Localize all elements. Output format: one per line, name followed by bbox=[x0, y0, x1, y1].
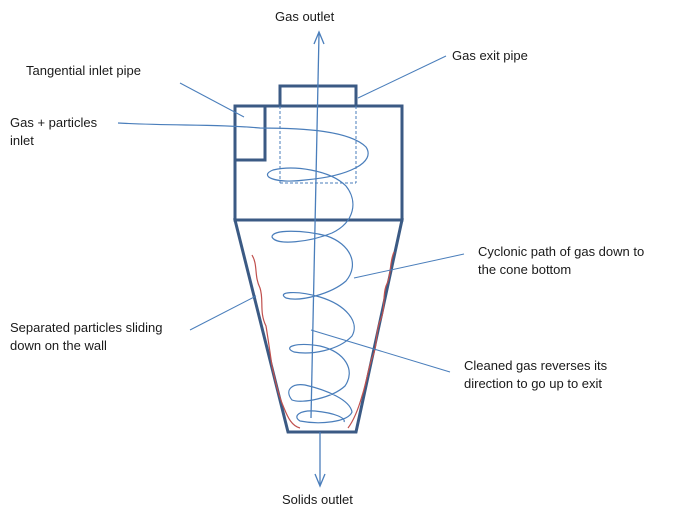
cyclone-body bbox=[233, 84, 404, 434]
cyclonic-path-label-line1: Cyclonic path of gas down to bbox=[478, 244, 645, 259]
vortex-finder bbox=[279, 106, 357, 184]
particles-right-wall bbox=[347, 251, 395, 429]
tangential-inlet-pipe-label: Tangential inlet pipe bbox=[26, 63, 141, 78]
solids-outlet-arrowhead bbox=[314, 473, 326, 488]
gas-particles-inlet-label-line1: Gas + particles bbox=[10, 115, 98, 130]
cyclonic-path-label-line2: the cone bottom bbox=[478, 262, 572, 277]
solids-outlet-label: Solids outlet bbox=[282, 492, 353, 507]
separated-particles bbox=[251, 251, 395, 429]
leader-gas-exit-pipe bbox=[357, 55, 447, 99]
gas-exit-pipe-label: Gas exit pipe bbox=[452, 48, 528, 63]
gas-particles-inlet-label-line2: inlet bbox=[10, 133, 34, 148]
gas-outlet-arrowhead bbox=[313, 30, 325, 45]
leader-separated-particles bbox=[189, 295, 257, 331]
leader-tangential-inlet bbox=[179, 82, 245, 118]
separated-particles-label-line1: Separated particles sliding bbox=[10, 320, 163, 335]
separated-particles-label-line2: down on the wall bbox=[10, 338, 107, 353]
gas-outlet-label: Gas outlet bbox=[275, 9, 335, 24]
tangential-inlet-box bbox=[233, 104, 267, 162]
gas-outlet-arrow bbox=[310, 33, 320, 419]
leader-cleaned-gas bbox=[310, 329, 451, 373]
particles-left-wall bbox=[251, 254, 301, 429]
leader-cyclonic-path bbox=[353, 253, 465, 279]
cone-section bbox=[233, 218, 404, 434]
cyclonic-gas-path bbox=[117, 122, 369, 424]
cleaned-gas-label-line2: direction to go up to exit bbox=[464, 376, 603, 391]
flow-arrows bbox=[310, 30, 326, 488]
cleaned-gas-label-line1: Cleaned gas reverses its bbox=[464, 358, 608, 373]
leader-lines bbox=[179, 55, 465, 373]
cylinder-section bbox=[233, 104, 404, 222]
